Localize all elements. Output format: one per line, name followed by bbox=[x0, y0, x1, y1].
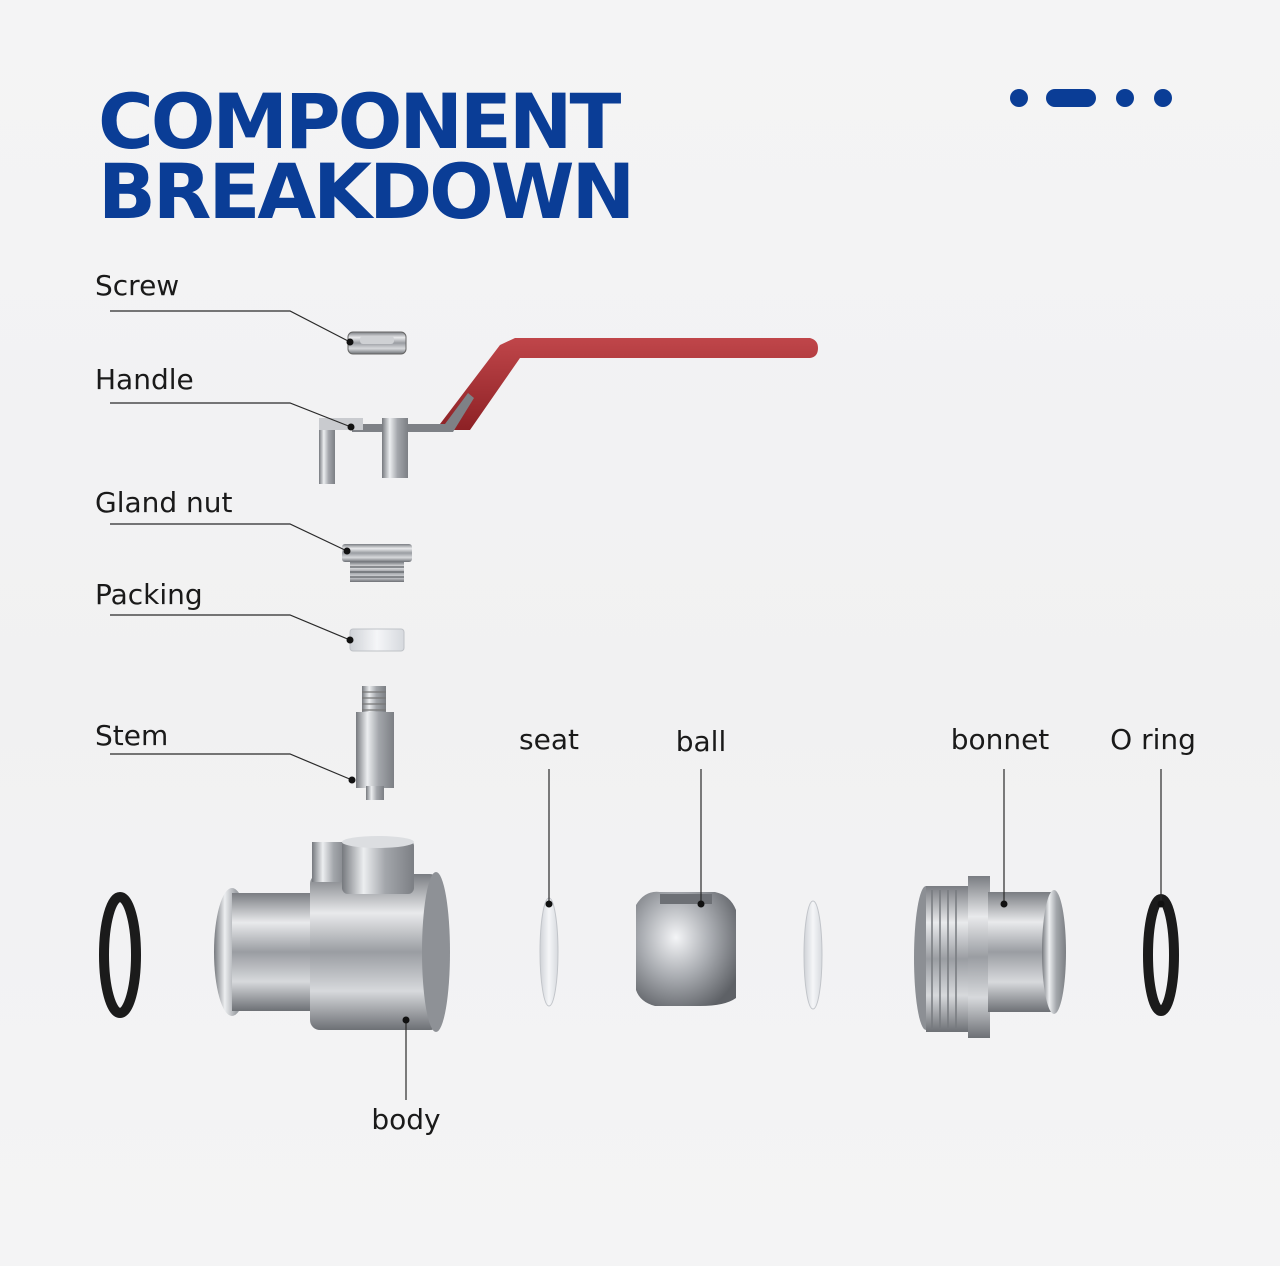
label-handle: Handle bbox=[95, 363, 194, 396]
stem-part bbox=[356, 686, 394, 800]
packing-part bbox=[349, 628, 405, 652]
label-gland-nut: Gland nut bbox=[95, 486, 233, 519]
leader-lines bbox=[110, 310, 1165, 1100]
handle-part bbox=[319, 338, 818, 484]
body-part bbox=[214, 836, 450, 1032]
label-seat: seat bbox=[519, 723, 579, 756]
screw-part bbox=[347, 331, 407, 355]
right-o-ring-part bbox=[1143, 894, 1179, 1016]
title-line-1: COMPONENT bbox=[98, 77, 621, 166]
title-line-2: BREAKDOWN bbox=[98, 147, 632, 236]
gland-nut-part bbox=[342, 544, 412, 582]
label-screw: Screw bbox=[95, 269, 179, 302]
second-seat-part bbox=[803, 900, 823, 1010]
label-ball: ball bbox=[676, 725, 727, 758]
label-body: body bbox=[371, 1103, 440, 1136]
label-o-ring: O ring bbox=[1110, 723, 1196, 756]
label-packing: Packing bbox=[95, 578, 203, 611]
seat-part bbox=[539, 897, 559, 1007]
bonnet-part bbox=[914, 876, 1066, 1038]
ball-part bbox=[636, 891, 736, 1006]
label-bonnet: bonnet bbox=[951, 723, 1050, 756]
decorative-dots bbox=[1010, 89, 1172, 107]
label-stem: Stem bbox=[95, 719, 168, 752]
left-o-ring-part bbox=[99, 892, 141, 1018]
